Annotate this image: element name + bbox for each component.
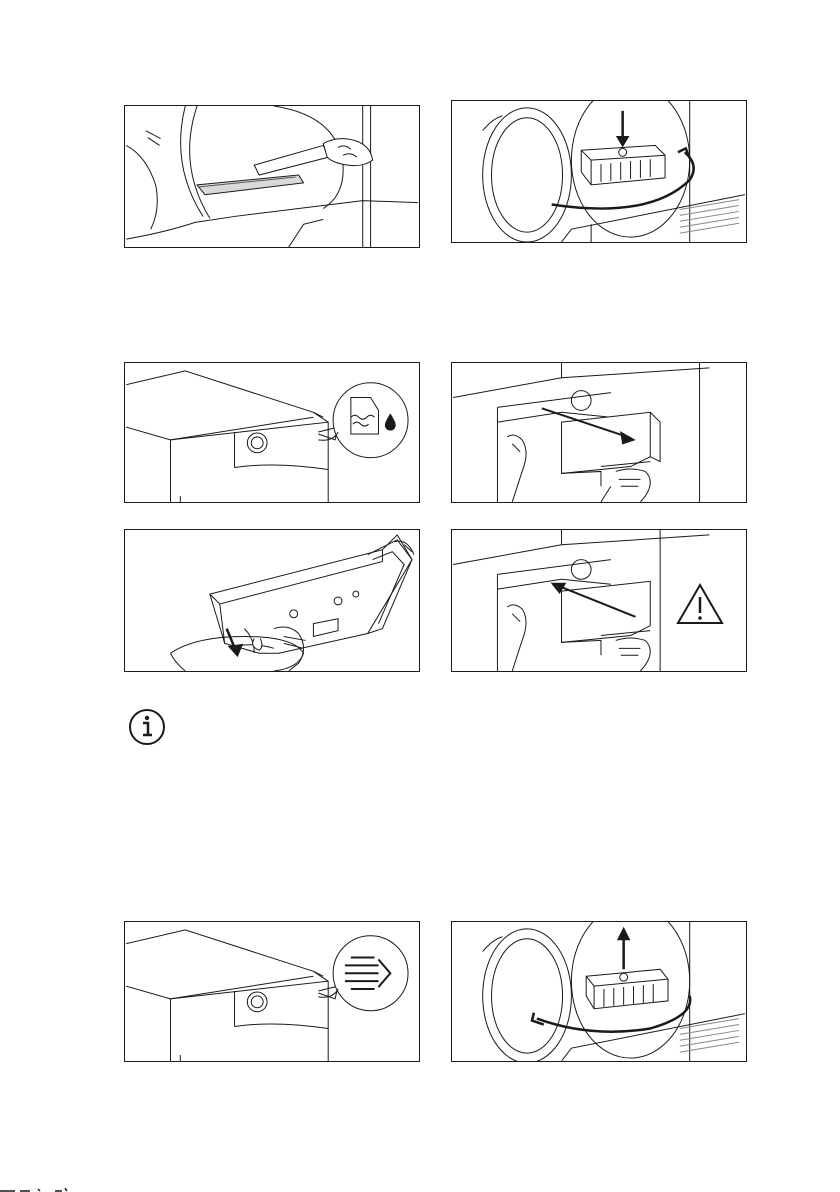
brush-cleaning-icon xyxy=(125,106,419,247)
illustration-pull-out-container xyxy=(451,362,747,503)
illustration-empty-container xyxy=(124,529,420,672)
illustration-brush-door-seal xyxy=(124,105,420,248)
page-footer-fragment xyxy=(0,1183,80,1192)
warning-triangle-icon xyxy=(676,583,724,625)
info-icon xyxy=(127,707,167,747)
illustration-lift-filter xyxy=(451,921,747,1062)
pull-container-icon xyxy=(452,363,746,502)
condenser-indicator-icon xyxy=(125,922,419,1061)
empty-container-icon xyxy=(125,530,419,671)
filter-lift-icon xyxy=(452,922,746,1061)
illustration-remove-filter xyxy=(451,100,747,243)
illustration-container-full-indicator xyxy=(124,362,420,503)
illustration-condenser-indicator xyxy=(124,921,420,1062)
water-full-indicator-icon xyxy=(125,363,419,502)
filter-remove-icon xyxy=(452,101,746,242)
